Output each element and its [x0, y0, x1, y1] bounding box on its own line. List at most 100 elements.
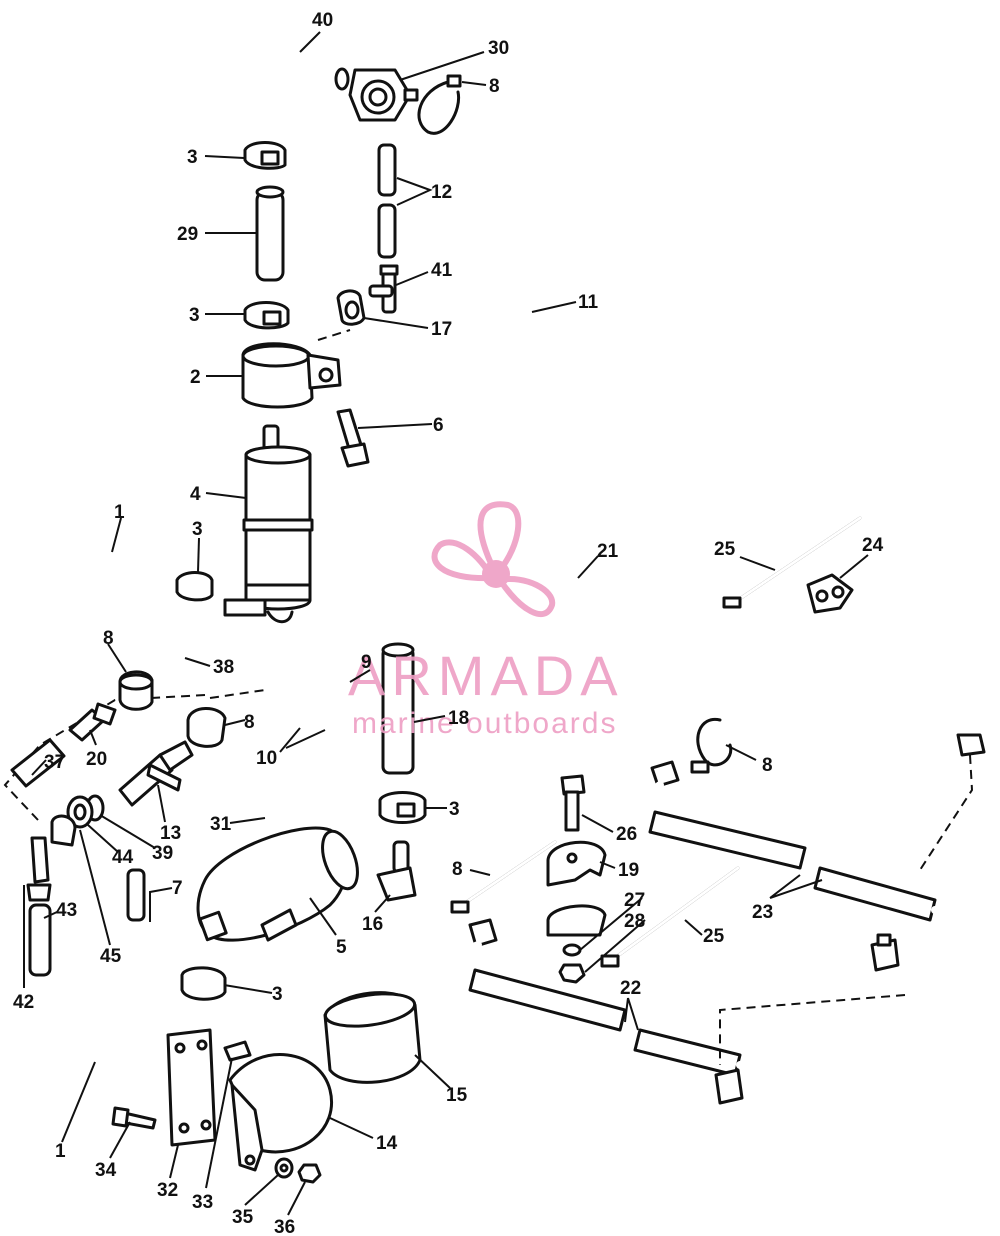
callout-8: 8: [103, 628, 114, 649]
callout-33: 33: [192, 1192, 213, 1213]
sleeve-15: [323, 991, 422, 1084]
callout-2: 2: [190, 367, 201, 388]
callout-20: 20: [86, 749, 107, 770]
hose-40: [188, 25, 350, 91]
fitting-41: [368, 264, 399, 314]
hose-29: [255, 185, 285, 282]
callout-30: 30: [488, 38, 509, 59]
callout-8: 8: [762, 755, 773, 776]
callout-1: 1: [55, 1141, 66, 1162]
callout-36: 36: [274, 1217, 295, 1236]
bracket-14: [228, 1053, 333, 1172]
clip-24: [806, 573, 854, 614]
callout-8: 8: [452, 859, 463, 880]
callout-22: 22: [620, 978, 641, 999]
bolt-6: [336, 408, 370, 468]
leader-lines: [23, 31, 869, 1216]
hose-31-elbow: [197, 767, 279, 838]
nut-28: [558, 963, 586, 984]
callout-9: 9: [361, 652, 372, 673]
callout-24: 24: [862, 535, 884, 556]
hose-9-vertical: [342, 684, 362, 846]
elbow-fitting-16: [376, 840, 417, 902]
callout-3: 3: [449, 799, 460, 820]
cable-tie-8-middle: [450, 840, 557, 914]
callout-3: 3: [192, 519, 203, 540]
callout-11: 11: [578, 292, 599, 313]
hose-lower-long: [188, 783, 337, 803]
hose-43: [28, 903, 52, 977]
hose-7-elbow: [132, 923, 185, 971]
callout-32: 32: [157, 1180, 178, 1201]
callout-5: 5: [336, 937, 347, 958]
callout-41: 41: [431, 260, 453, 281]
hose-7-straight: [126, 868, 146, 922]
fitting-42: [26, 836, 52, 902]
callout-10: 10: [256, 748, 277, 769]
callout-44: 44: [112, 847, 134, 868]
hose-left-vertical: [25, 582, 62, 712]
callout-12: 12: [431, 182, 452, 203]
callout-34: 34: [95, 1160, 117, 1181]
fitting-20: [68, 702, 117, 742]
bolt-26: [560, 774, 586, 832]
callout-labels: 40 30 8 3 12 29 41 11 3 17 2 6 4 1 3 21 …: [13, 10, 884, 1236]
callout-4: 4: [190, 484, 201, 505]
callout-26: 26: [616, 824, 637, 845]
hose-clamp-8-right: [690, 717, 733, 774]
nut-36: [297, 1163, 322, 1184]
fuel-filter-4: [223, 424, 314, 624]
cable-tie-25-lower: [600, 866, 740, 968]
bolt-33: [223, 1040, 252, 1062]
callout-43: 43: [56, 900, 77, 921]
callout-28: 28: [624, 911, 645, 932]
grommet-17: [336, 289, 366, 326]
fuel-filter-5: [196, 826, 359, 942]
bracket-2: [241, 329, 351, 409]
callout-27: 27: [624, 890, 645, 911]
hose-clamp-8-left: [118, 670, 154, 711]
clamp-19: [546, 840, 607, 937]
callout-17: 17: [431, 319, 452, 340]
watermark-tagline: marine outboards: [352, 707, 617, 740]
fitting-45: [50, 814, 77, 847]
callout-1: 1: [114, 502, 125, 523]
washer-27: [562, 943, 582, 957]
callout-31: 31: [210, 814, 232, 835]
hose-1-upper-elbow: [64, 560, 160, 668]
washer-35: [274, 1157, 294, 1179]
hose-10-upper: [269, 659, 352, 718]
hose-11-long-fuel-line: [404, 116, 521, 776]
callout-25: 25: [714, 539, 736, 560]
hose-clamp-3-left: [175, 571, 214, 602]
brand-watermark: ARMADA marine outboards: [348, 501, 624, 740]
fuel-line-23: [639, 760, 967, 999]
callout-8: 8: [489, 76, 500, 97]
callout-23: 23: [752, 902, 773, 923]
hose-38-curved: [93, 587, 187, 672]
callout-3: 3: [187, 147, 198, 168]
cable-tie-25-upper: [722, 516, 862, 609]
hose-37: [10, 738, 66, 788]
watermark-brand: ARMADA: [348, 644, 624, 707]
callout-40: 40: [312, 10, 333, 31]
fuel-line-21: [387, 518, 986, 757]
callout-15: 15: [446, 1085, 468, 1106]
callout-25: 25: [703, 926, 725, 947]
callout-19: 19: [618, 860, 639, 881]
callout-21: 21: [597, 541, 619, 562]
hose-clamp-8-top: [417, 74, 462, 135]
callout-45: 45: [100, 946, 122, 967]
fuel-valve-30: [348, 68, 419, 122]
callout-7: 7: [172, 878, 183, 899]
callout-3: 3: [272, 984, 283, 1005]
callout-35: 35: [232, 1207, 254, 1228]
hose-1-lower-elbow: [71, 940, 208, 1043]
bolt-34: [111, 1106, 157, 1130]
callout-6: 6: [433, 415, 444, 436]
callout-16: 16: [362, 914, 383, 935]
callout-42: 42: [13, 992, 34, 1013]
hose-clamp-3-bottom: [180, 966, 227, 1001]
